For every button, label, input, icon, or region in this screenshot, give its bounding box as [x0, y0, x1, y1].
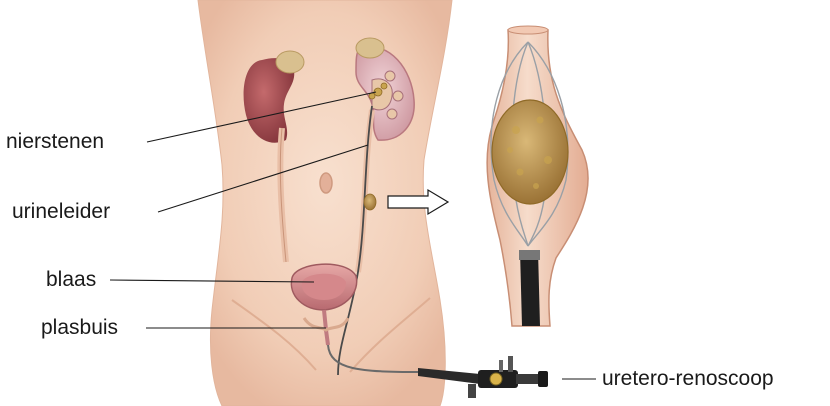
- captured-stone: [492, 100, 568, 204]
- adrenal-right: [356, 38, 384, 58]
- navel: [320, 173, 332, 193]
- label-bladder: blaas: [46, 269, 96, 290]
- ureter-stone: [364, 194, 376, 210]
- label-urethra: plasbuis: [41, 317, 118, 338]
- adrenal-left: [276, 51, 304, 73]
- magnified-ureter: [487, 26, 588, 326]
- label-ureteroscope: uretero-renoscoop: [602, 368, 774, 389]
- label-kidney-stones: nierstenen: [6, 131, 104, 152]
- label-ureter: urineleider: [12, 201, 110, 222]
